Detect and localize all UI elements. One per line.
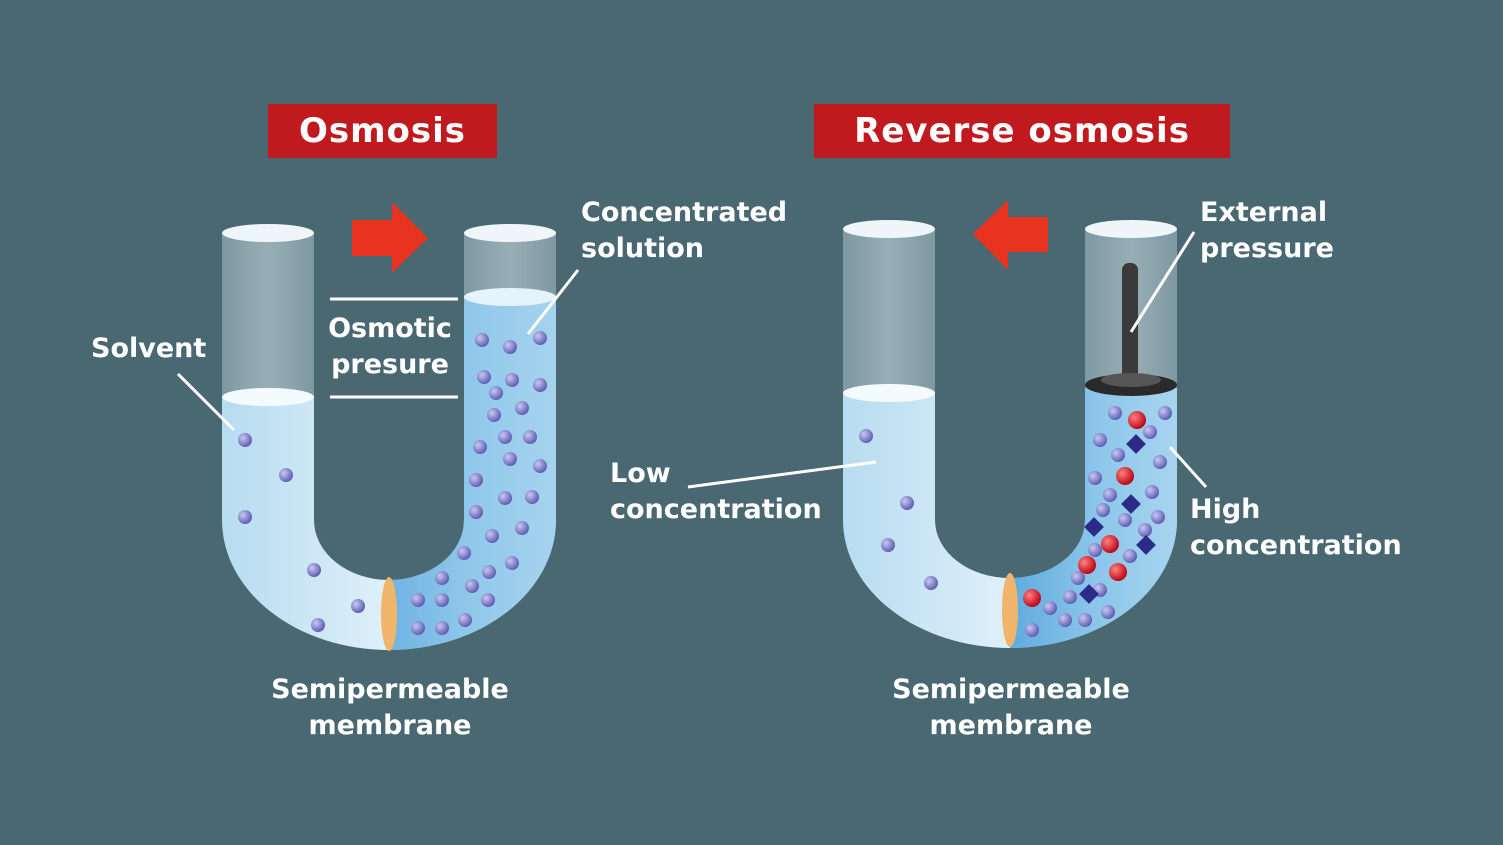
reverse-osmosis-flow-arrow [973,200,1048,270]
piston [1085,263,1177,396]
high-concentration-label: High concentration [1190,494,1402,561]
external-pressure-label: External pressure [1200,197,1334,264]
osmosis-particles [238,331,547,635]
reverse-osmosis-membrane-label: Semipermeable membrane [892,674,1130,741]
dissolved-salt-particles [1079,434,1156,604]
osmosis-membrane-label: Semipermeable membrane [271,674,509,741]
solvent-label: Solvent [91,333,207,364]
semipermeable-membrane [381,577,397,651]
osmosis-flow-arrow [352,202,428,273]
osmotic-pressure-label: Osmotic presure [328,313,452,380]
osmosis-title: Osmosis [268,104,497,158]
reverse-osmosis-particles [859,406,1172,637]
reverse-osmosis-title: Reverse osmosis [814,104,1230,158]
concentrated-solution-label: Concentrated solution [581,197,788,264]
low-concentration-label: Low concentration [610,458,822,525]
semipermeable-membrane [1002,573,1018,647]
solute-particles [1023,411,1146,607]
